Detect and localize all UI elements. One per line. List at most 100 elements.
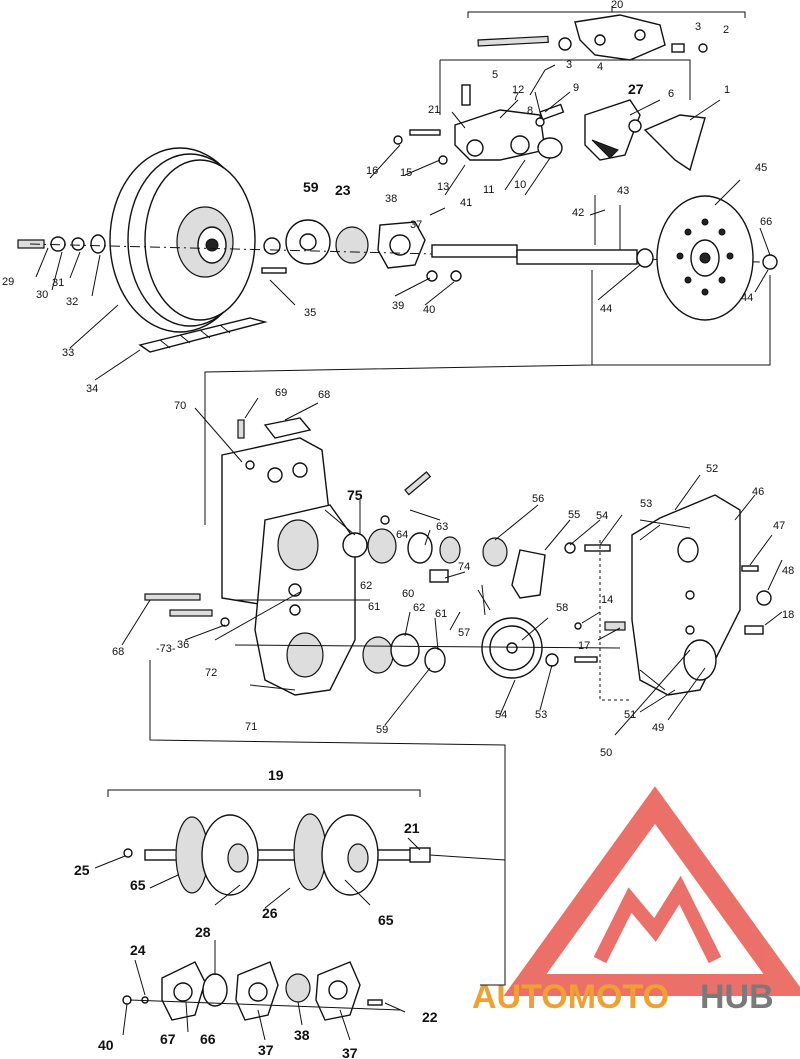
callout-31: 31: [52, 277, 64, 289]
callout-71: 71: [245, 721, 257, 733]
watermark-logo: [503, 786, 800, 996]
callout-9: 9: [573, 82, 579, 94]
callout-65a: 65: [130, 877, 146, 893]
callout-6: 6: [668, 88, 674, 100]
callout-60: 60: [402, 588, 414, 600]
callout-73: -73-: [156, 643, 176, 655]
callout-54b: 54: [495, 709, 507, 721]
callout-40b: 40: [98, 1037, 114, 1053]
callout-65b: 65: [378, 912, 394, 928]
callout-36: 36: [177, 639, 189, 651]
callout-70: 70: [174, 400, 186, 412]
callout-3: 3: [695, 21, 701, 33]
callout-37b: 37: [258, 1042, 274, 1058]
callout-30: 30: [36, 289, 48, 301]
callout-5: 5: [492, 69, 498, 81]
callout-1: 1: [724, 84, 730, 96]
callout-25: 25: [74, 862, 90, 878]
callout-26: 26: [262, 905, 278, 921]
callout-64: 64: [396, 529, 408, 541]
callout-13: 13: [437, 181, 449, 193]
link-line-1: [204, 270, 593, 525]
callout-75: 75: [347, 487, 363, 503]
callout-10: 10: [514, 179, 526, 191]
watermark-brand-b: HUB: [700, 978, 774, 1016]
callout-8: 8: [527, 105, 533, 117]
callout-66b: 66: [200, 1031, 216, 1047]
callout-42: 42: [572, 207, 584, 219]
callout-34: 34: [86, 383, 98, 395]
callout-15: 15: [400, 167, 412, 179]
callout-3b: 3: [566, 59, 572, 71]
callout-57: 57: [458, 627, 470, 639]
callout-44a: 44: [600, 303, 612, 315]
callout-38a: 38: [385, 193, 397, 205]
callout-52: 52: [706, 463, 718, 475]
watermark-brand-a: AUTOMOTO: [472, 978, 669, 1016]
callout-74: 74: [458, 561, 470, 573]
callout-14: 14: [601, 594, 613, 606]
callout-18: 18: [782, 609, 794, 621]
group-label-19: 19: [268, 767, 284, 783]
leader-lines: [35, 91, 783, 1041]
callout-21b: 21: [404, 820, 420, 836]
chaincase-cover-46: [599, 494, 772, 701]
upper-parts-cluster: [393, 64, 706, 172]
callout-66a: 66: [760, 216, 772, 228]
callout-61b: 61: [435, 608, 447, 620]
bearing-flange-row: [122, 961, 401, 1021]
chaincase-internals: [144, 471, 626, 679]
callout-53a: 53: [640, 498, 652, 510]
callout-62a: 62: [360, 580, 372, 592]
callout-50: 50: [600, 747, 612, 759]
callout-38b: 38: [294, 1027, 310, 1043]
callout-28: 28: [195, 924, 211, 940]
callout-16: 16: [366, 165, 378, 177]
callout-29: 29: [2, 276, 14, 288]
callout-58: 58: [556, 602, 568, 614]
brake-shaft-42: [429, 207, 654, 268]
driven-pulley-33: [109, 147, 268, 353]
callout-48: 48: [782, 565, 794, 577]
callout-37a: 37: [410, 219, 422, 231]
callout-68a: 68: [318, 389, 330, 401]
callout-47: 47: [773, 520, 785, 532]
sprocket-right: [293, 813, 379, 896]
callout-56: 56: [532, 493, 544, 505]
callout-41: 41: [460, 197, 472, 209]
link-line-3: [149, 660, 506, 986]
callout-68b: 68: [112, 646, 124, 658]
callout-35: 35: [304, 307, 316, 319]
drive-shaft-assembly-19: [107, 789, 506, 896]
callout-43: 43: [617, 185, 629, 197]
callout-4: 4: [597, 61, 603, 73]
callout-63: 63: [436, 521, 448, 533]
callout-51: 51: [624, 709, 636, 721]
callout-37c: 37: [342, 1045, 358, 1059]
callout-59a: 59: [303, 179, 319, 195]
brake-disc-45: [656, 195, 778, 321]
callout-59b: 59: [376, 724, 388, 736]
callout-12: 12: [512, 84, 524, 96]
callout-11: 11: [483, 184, 494, 196]
callout-61a: 61: [368, 601, 380, 613]
callout-45: 45: [755, 162, 767, 174]
callout-44b: 44: [741, 292, 753, 304]
callout-53b: 53: [535, 709, 547, 721]
callout-62b: 62: [413, 602, 425, 614]
callout-72: 72: [205, 667, 217, 679]
callout-17: 17: [578, 640, 590, 652]
callout-7: 7: [513, 91, 519, 103]
chaincase-housing-71: [221, 417, 356, 696]
callout-49: 49: [652, 722, 664, 734]
callout-67: 67: [160, 1031, 176, 1047]
callout-2: 2: [723, 24, 729, 36]
callout-54a: 54: [596, 510, 608, 522]
callout-24: 24: [130, 942, 146, 958]
callout-21: 21: [428, 104, 440, 116]
bracket-assembly-20: [439, 6, 746, 115]
pulley-hardware: [17, 219, 761, 282]
link-line-2: [592, 275, 771, 366]
group-label-20: 20: [611, 0, 623, 11]
